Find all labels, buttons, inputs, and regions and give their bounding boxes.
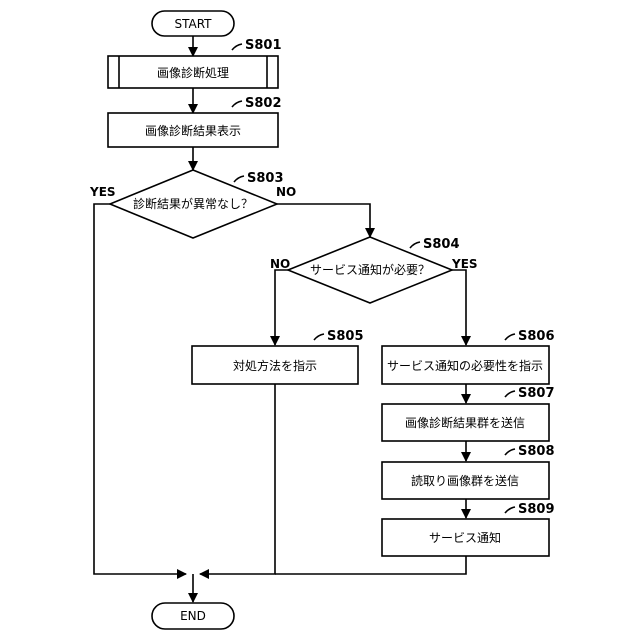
decision-s804: サービス通知が必要？ S804 NO YES xyxy=(270,237,478,303)
arrowhead xyxy=(461,336,471,346)
start-terminal: START xyxy=(152,11,234,36)
s801-step-id: S801 xyxy=(245,38,282,53)
s809-leader xyxy=(505,507,515,513)
decision-s803: 診断結果が異常なし？ S803 YES NO xyxy=(89,170,296,238)
arrowhead xyxy=(461,394,471,404)
edge-s805-merge xyxy=(200,384,275,574)
edge-s809-merge xyxy=(275,556,466,574)
s807-step-id: S807 xyxy=(518,386,555,401)
edge-s804-no xyxy=(275,270,288,345)
s804-step-id: S804 xyxy=(423,237,460,252)
arrowhead xyxy=(270,336,280,346)
end-label: END xyxy=(180,609,206,623)
s803-leader xyxy=(234,176,244,182)
s801-label: 画像診断処理 xyxy=(157,65,229,80)
s802-label: 画像診断結果表示 xyxy=(145,123,241,138)
s803-yes-label: YES xyxy=(89,185,116,199)
s808-step-id: S808 xyxy=(518,444,555,459)
s806-step-id: S806 xyxy=(518,329,555,344)
s803-no-label: NO xyxy=(276,185,296,199)
s806-label: サービス通知の必要性を指示 xyxy=(387,358,543,373)
end-terminal: END xyxy=(152,603,234,629)
s807-leader xyxy=(505,391,515,397)
s809-step-id: S809 xyxy=(518,502,555,517)
s803-label: 診断結果が異常なし？ xyxy=(133,196,253,211)
s805-label: 対処方法を指示 xyxy=(233,358,317,373)
s804-leader xyxy=(410,242,420,248)
s808-label: 読取り画像群を送信 xyxy=(411,473,519,488)
s807-label: 画像診断結果群を送信 xyxy=(405,415,525,430)
start-label: START xyxy=(174,17,212,31)
edge-s803-no xyxy=(277,204,370,237)
edge-s804-yes xyxy=(452,270,466,345)
step-s802: 画像診断結果表示 S802 xyxy=(108,96,282,147)
s802-step-id: S802 xyxy=(245,96,282,111)
arrowhead xyxy=(461,452,471,462)
arrowhead xyxy=(177,569,187,579)
arrowhead xyxy=(199,569,209,579)
s806-leader xyxy=(505,334,515,340)
s802-leader xyxy=(232,101,242,107)
edge-s803-yes xyxy=(94,204,186,574)
s803-step-id: S803 xyxy=(247,171,284,186)
s809-label: サービス通知 xyxy=(429,531,501,545)
s805-leader xyxy=(314,334,324,340)
s808-leader xyxy=(505,449,515,455)
s804-yes-label: YES xyxy=(451,257,478,271)
s804-label: サービス通知が必要？ xyxy=(310,262,430,277)
step-s801: 画像診断処理 S801 xyxy=(108,38,282,88)
arrowhead xyxy=(461,509,471,519)
s804-no-label: NO xyxy=(270,257,290,271)
s805-step-id: S805 xyxy=(327,329,364,344)
arrowhead xyxy=(188,593,198,603)
s801-leader xyxy=(232,44,242,50)
